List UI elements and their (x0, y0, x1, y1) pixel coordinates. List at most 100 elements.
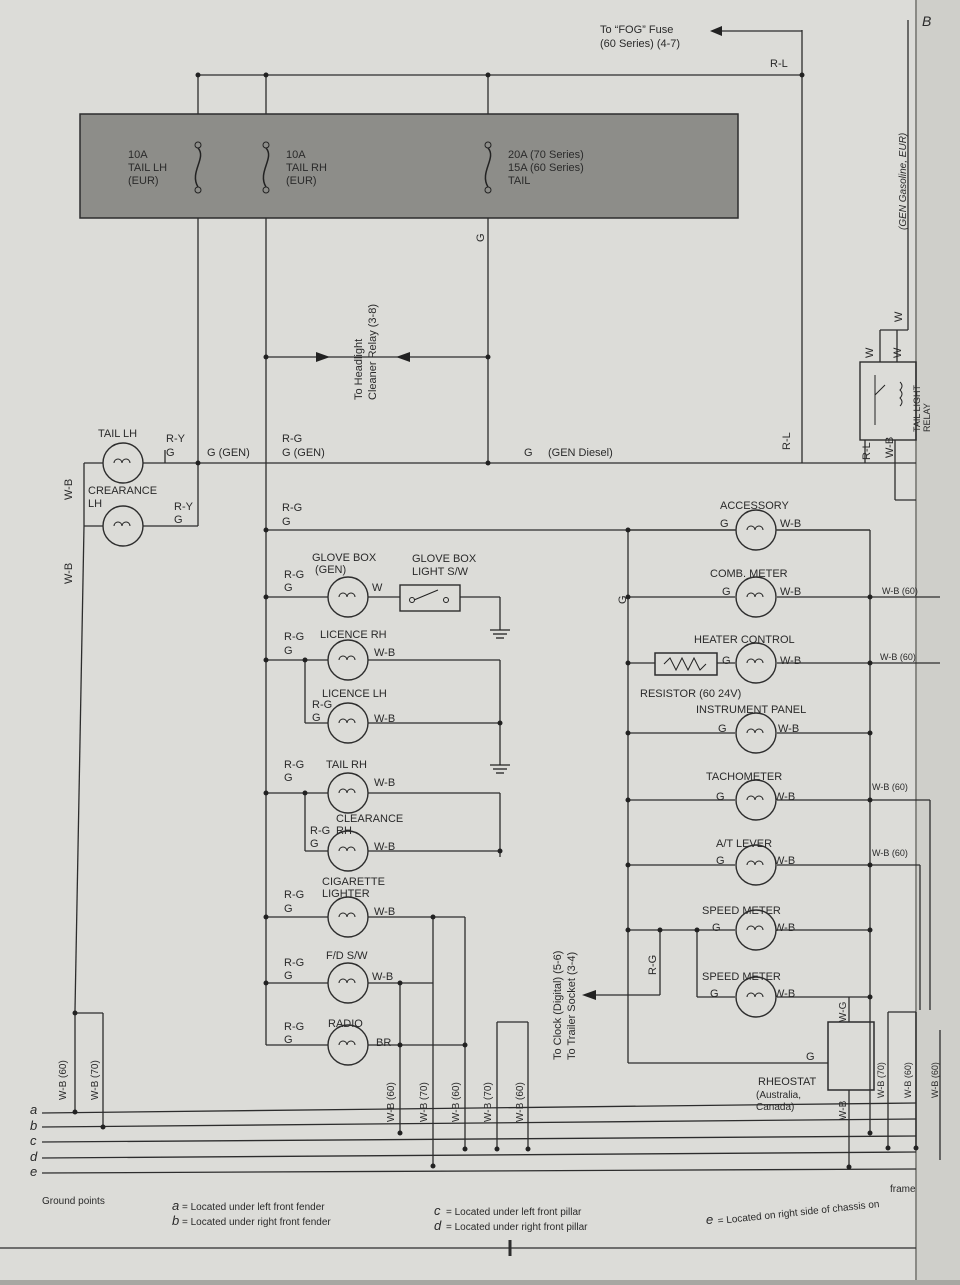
wb70-b: W-B (70) (483, 1082, 494, 1122)
tail-lh-bulb (102, 442, 144, 484)
tail-rh-g: G (284, 772, 293, 784)
fuse-tail (484, 141, 492, 194)
clearance-rh-wire: W-B (374, 841, 395, 853)
legend-b-letter: b (172, 1213, 179, 1228)
g-gen-right: G (GEN) (282, 447, 325, 459)
wb60-left: W-B (60) (58, 1060, 69, 1100)
wb70-left: W-B (70) (90, 1060, 101, 1100)
headlight-arrow-icon-2 (396, 352, 410, 362)
gen-gasoline-label: (GEN Gasoline, EUR) (898, 133, 909, 230)
fog-wire: R-L (770, 58, 788, 70)
legend-title: Ground points (42, 1196, 105, 1207)
ground-line-b: b (30, 1118, 37, 1133)
comb-meter-in: G (722, 586, 731, 598)
comb-meter-note: W-B (60) (882, 586, 918, 596)
tail-light-relay (859, 361, 917, 441)
fuse3-amp1: 20A (70 Series) (508, 149, 584, 161)
fd-sw-label: F/D S/W (326, 950, 368, 962)
clearance-lh-wire: R-Y (174, 501, 194, 513)
g-gen-left: G (GEN) (207, 447, 250, 459)
heater-control-in: G (722, 655, 731, 667)
licence-rh-wire: W-B (374, 647, 395, 659)
page-letter: B (922, 13, 931, 29)
glove-g: G (284, 582, 293, 594)
heater-control-out: W-B (780, 655, 801, 667)
heater-control-note: W-B (60) (880, 652, 916, 662)
relay-wire-w-2: W (864, 347, 876, 358)
fuse3-amp2: 15A (60 Series) (508, 162, 584, 174)
glove-box-label2: (GEN) (315, 564, 346, 576)
comb-meter-label: COMB. METER (710, 568, 788, 580)
relay-wire-rl: R-L (861, 442, 873, 460)
ground-line-a: a (30, 1102, 37, 1117)
fuse2-region: (EUR) (286, 175, 317, 187)
wb-left-2: W-B (63, 563, 75, 584)
tail-rh-rg: R-G (284, 759, 304, 771)
headlight-line1: To Headlight (353, 339, 365, 400)
speed-meter-1-out: W-B (774, 922, 795, 934)
licence-lh-rg: R-G (312, 699, 332, 711)
right-g-label: G (617, 595, 629, 604)
rheostat-box (827, 1021, 875, 1091)
fog-arrow-icon (710, 26, 722, 36)
licence-rg: R-G (284, 631, 304, 643)
at-lever-out: W-B (774, 855, 795, 867)
fuse2-name: TAIL RH (286, 162, 327, 174)
legend-a: = Located under left front fender (182, 1202, 325, 1213)
fuse3-wire: G (475, 233, 487, 242)
wb70-a: W-B (70) (419, 1082, 430, 1122)
speed-meter-1-in: G (712, 922, 721, 934)
fuse-tail-lh (194, 141, 202, 194)
instrument-panel-in: G (718, 723, 727, 735)
legend-c: = Located under left front pillar (446, 1207, 582, 1218)
legend-d: = Located under right front pillar (446, 1222, 588, 1233)
fuse-block (79, 113, 739, 219)
wb60-right: W-B (60) (903, 1062, 913, 1098)
tail-lh-label: TAIL LH (98, 428, 137, 440)
cigarette-label: CIGARETTE (322, 876, 385, 888)
licence-lh-label: LICENCE LH (322, 688, 387, 700)
relay-wire-w-3: W (892, 347, 904, 358)
licence-rh-label: LICENCE RH (320, 629, 387, 641)
clearance-rh-label2: RH (336, 825, 352, 837)
at-lever-in: G (716, 855, 725, 867)
fuse1-name: TAIL LH (128, 162, 167, 174)
rheostat-label1: RHEOSTAT (758, 1076, 817, 1088)
relay-wire-b: W-B (884, 437, 896, 458)
comb-meter-out: W-B (780, 586, 801, 598)
licence-lh-wire: W-B (374, 713, 395, 725)
rheostat-label3: Canada) (756, 1102, 794, 1113)
clearance-rh-g: G (310, 838, 319, 850)
rl-wire-label: R-L (781, 432, 793, 450)
tachometer-out: W-B (774, 791, 795, 803)
fog-fuse-line2: (60 Series) (4-7) (600, 38, 680, 50)
clock-rg: R-G (647, 955, 659, 975)
relay-label-2: RELAY (922, 403, 932, 432)
wb70-right: W-B (70) (876, 1062, 886, 1098)
clearance-lh-bulb (102, 505, 144, 547)
radio-label: RADIO (328, 1018, 363, 1030)
resistor-box (654, 652, 718, 676)
speed-meter-2-in: G (710, 988, 719, 1000)
resistor-label: RESISTOR (60 24V) (640, 688, 741, 700)
cigarette-wire: W-B (374, 906, 395, 918)
instrument-panel-out: W-B (778, 723, 799, 735)
rheostat-wb: W-B (838, 1100, 849, 1120)
clearance-lh-label2: LH (88, 498, 102, 510)
cigarette-label2: LIGHTER (322, 888, 370, 900)
instrument-panel-label: INSTRUMENT PANEL (696, 704, 806, 716)
relay-wire-w: W (893, 311, 905, 322)
headlight-arrow-icon (316, 352, 330, 362)
tachometer-in: G (716, 791, 725, 803)
radio-wire: BR (376, 1037, 391, 1049)
fuse-tail-rh (262, 141, 270, 194)
gen-diesel-g: G (524, 447, 533, 459)
tachometer-label: TACHOMETER (706, 771, 782, 783)
glove-switch-label2: LIGHT S/W (412, 566, 469, 578)
radio-rg: R-G (284, 1021, 304, 1033)
ground-icon (490, 629, 510, 774)
licence-lh-g: G (312, 712, 321, 724)
next-page-strip (916, 0, 960, 1280)
legend-d-letter: d (434, 1218, 442, 1233)
